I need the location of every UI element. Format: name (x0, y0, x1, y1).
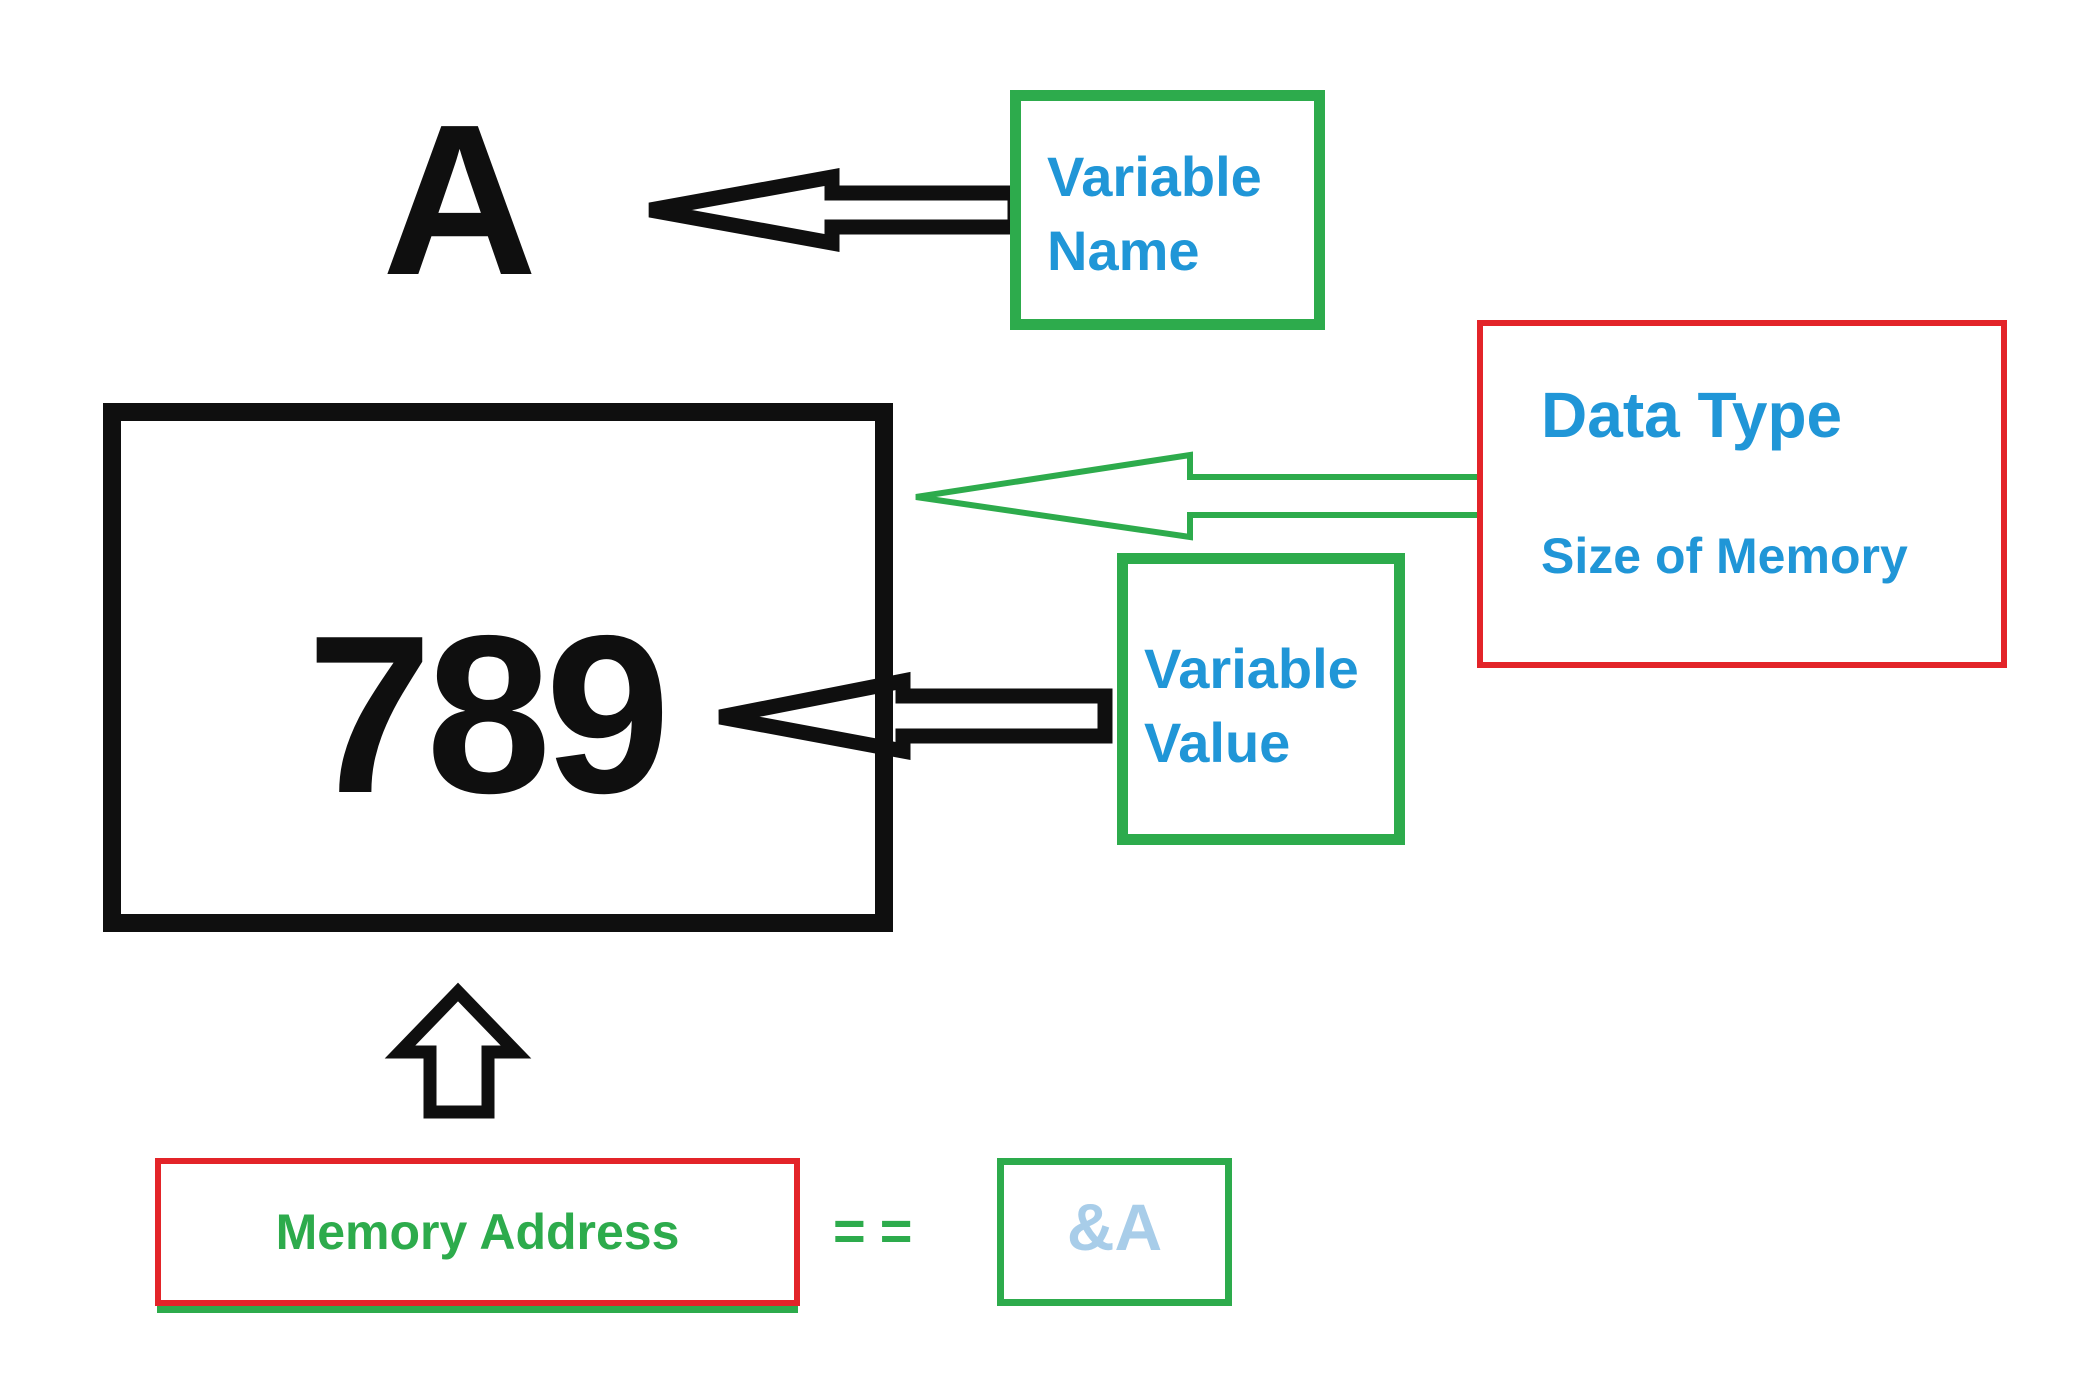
variable-name-label-line1: Variable (1047, 145, 1262, 208)
variable-value-label-line1: Variable (1144, 637, 1359, 700)
variable-value-text: 789 (307, 588, 670, 840)
variable-value-label-box: Variable Value (1117, 553, 1405, 845)
memory-address-label: Memory Address (275, 1204, 680, 1260)
variable-name-label-line2: Name (1047, 219, 1200, 282)
data-type-title: Data Type (1541, 379, 1843, 451)
address-expression-box: &A (997, 1158, 1232, 1306)
address-expression-text: &A (1066, 1190, 1163, 1264)
variable-name-label-box: Variable Name (1010, 90, 1325, 330)
memory-address-label-box: Memory Address (155, 1158, 800, 1306)
memory-cell-box (103, 403, 893, 932)
variable-value-label-line2: Value (1144, 711, 1291, 774)
variable-name-left-arrow-icon (648, 168, 1023, 252)
variable-value-left-arrow-icon (718, 671, 1113, 761)
data-type-left-arrow-icon (915, 451, 1483, 541)
data-type-label-box: Data Type Size of Memory (1477, 320, 2007, 668)
memory-address-up-arrow-icon (384, 982, 532, 1119)
equality-operator: == (833, 1199, 927, 1262)
variable-name-letter: A (382, 79, 538, 320)
data-type-subtitle: Size of Memory (1541, 528, 1908, 584)
